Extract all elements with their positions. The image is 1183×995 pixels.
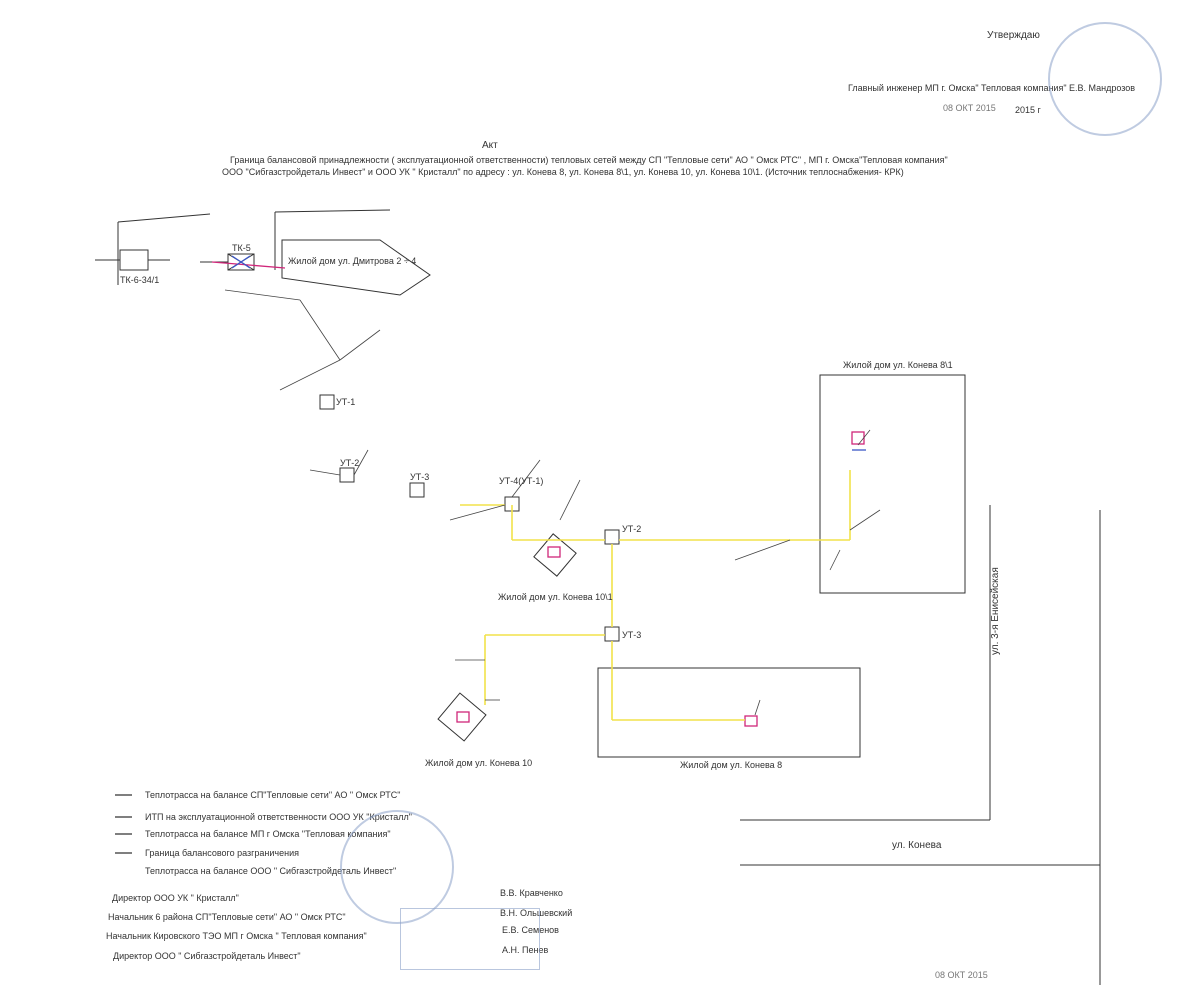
legend-item-5: Теплотрасса на балансе ООО " Сибгазстрой…	[145, 866, 397, 876]
ut-2b: УТ-2	[622, 524, 642, 534]
legend-item-2: ИТП на эксплуатационной ответственности …	[145, 812, 412, 822]
approval-title: Утверждаю	[987, 30, 1040, 41]
tk-left-label: ТК-6-34/1	[120, 275, 160, 285]
sig-name-4: А.Н. Пенев	[502, 945, 549, 955]
doc-subtitle-1: Граница балансовой принадлежности ( эксп…	[230, 155, 948, 165]
approval-year: 2015 г	[1015, 105, 1041, 115]
ut-3b: УТ-3	[622, 630, 642, 640]
approval-date-stamp: 08 ОКТ 2015	[943, 103, 996, 113]
approval-line: Главный инженер МП г. Омска" Тепловая ко…	[848, 83, 1136, 93]
sig-name-3: Е.В. Семенов	[502, 925, 559, 935]
doc-heading: Акт	[482, 140, 498, 151]
ut-2: УТ-2	[340, 458, 360, 468]
tk-label: ТК-5	[232, 243, 251, 253]
street-enisey: ул. 3-я Енисейская	[990, 567, 1001, 655]
sig-name-2: В.Н. Ольшевский	[500, 908, 573, 918]
sig-role-4: Директор ООО " Сибгазстройдеталь Инвест"	[113, 951, 301, 961]
sig-name-1: В.В. Кравченко	[500, 888, 563, 898]
house-8-1: Жилой дом ул. Конева 8\1	[843, 360, 953, 370]
legend-item-1: Теплотрасса на балансе СП"Тепловые сети"…	[145, 790, 401, 800]
doc-subtitle-2: ООО "Сибгазстройдеталь Инвест" и ООО УК …	[222, 167, 904, 177]
stamp-box	[400, 908, 540, 970]
ut-1: УТ-1	[336, 397, 356, 407]
sig-role-2: Начальник 6 района СП"Тепловые сети" АО …	[108, 912, 346, 922]
legend-item-3: Теплотрасса на балансе МП г Омска "Тепло…	[145, 829, 391, 839]
ut-4: УТ-4(УТ-1)	[499, 476, 544, 486]
bottom-date: 08 ОКТ 2015	[935, 970, 988, 980]
sig-role-1: Директор ООО УК " Кристалл"	[112, 893, 239, 903]
house-10: Жилой дом ул. Конева 10	[425, 758, 533, 768]
house-8: Жилой дом ул. Конева 8	[680, 760, 783, 770]
ut-3: УТ-3	[410, 472, 430, 482]
street-koneva: ул. Конева	[892, 840, 942, 851]
legend-item-4: Граница балансового разграничения	[145, 848, 299, 858]
house-10-1: Жилой дом ул. Конева 10\1	[498, 592, 613, 602]
sig-role-3: Начальник Кировского ТЭО МП г Омска " Те…	[106, 931, 367, 941]
company-seal	[340, 810, 454, 924]
house-dimitrova: Жилой дом ул. Дмитрова 2 ÷ 4	[288, 256, 417, 266]
approval-seal	[1048, 22, 1162, 136]
